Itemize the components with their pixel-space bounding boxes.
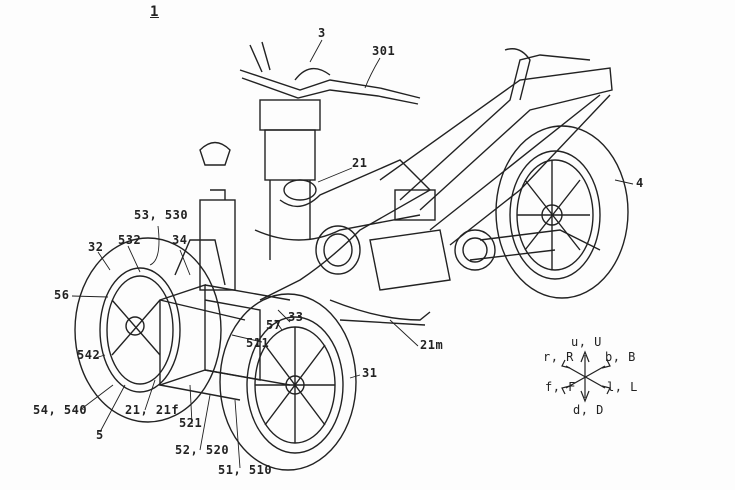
- front-right-wheel-31: [219, 293, 357, 471]
- label-54-540: 54, 540: [33, 403, 88, 417]
- label-532: 532: [118, 233, 142, 247]
- front-left-wheel-32: [74, 237, 222, 423]
- label-33: 33: [288, 310, 304, 324]
- rear-wheel-4: [495, 125, 629, 299]
- label-301: 301: [372, 44, 396, 58]
- label-3: 3: [318, 26, 326, 40]
- label-51-510: 51, 510: [218, 463, 273, 477]
- label-52-520: 52, 520: [175, 443, 230, 457]
- label-57: 57: [266, 318, 282, 332]
- figure-number: 1: [150, 4, 159, 20]
- leaning-mechanism-5: [159, 189, 291, 401]
- label-21m: 21m: [420, 338, 444, 352]
- label-21: 21: [352, 156, 368, 170]
- label-521: 521: [179, 416, 203, 430]
- compass-up: u, U: [571, 335, 602, 349]
- label-21-21f: 21, 21f: [125, 403, 180, 417]
- main-frame-21: [254, 159, 496, 326]
- leader-lines: [71, 39, 634, 469]
- compass-f: f, F: [545, 380, 576, 394]
- label-31: 31: [362, 366, 378, 380]
- label-5: 5: [96, 428, 104, 442]
- label-34: 34: [172, 233, 188, 247]
- compass-r: r, R: [543, 350, 574, 364]
- label-56: 56: [54, 288, 70, 302]
- compass-b: b, B: [605, 350, 636, 364]
- direction-compass: [561, 350, 611, 403]
- label-542: 542: [77, 348, 101, 362]
- label-53-530: 53, 530: [134, 208, 189, 222]
- label-4: 4: [636, 176, 644, 190]
- label-32: 32: [88, 240, 104, 254]
- handlebar-3: [199, 41, 421, 260]
- compass-down: d, D: [573, 403, 604, 417]
- compass-l: l, L: [607, 380, 638, 394]
- rear-frame: [379, 48, 613, 261]
- label-511: 511: [246, 336, 270, 350]
